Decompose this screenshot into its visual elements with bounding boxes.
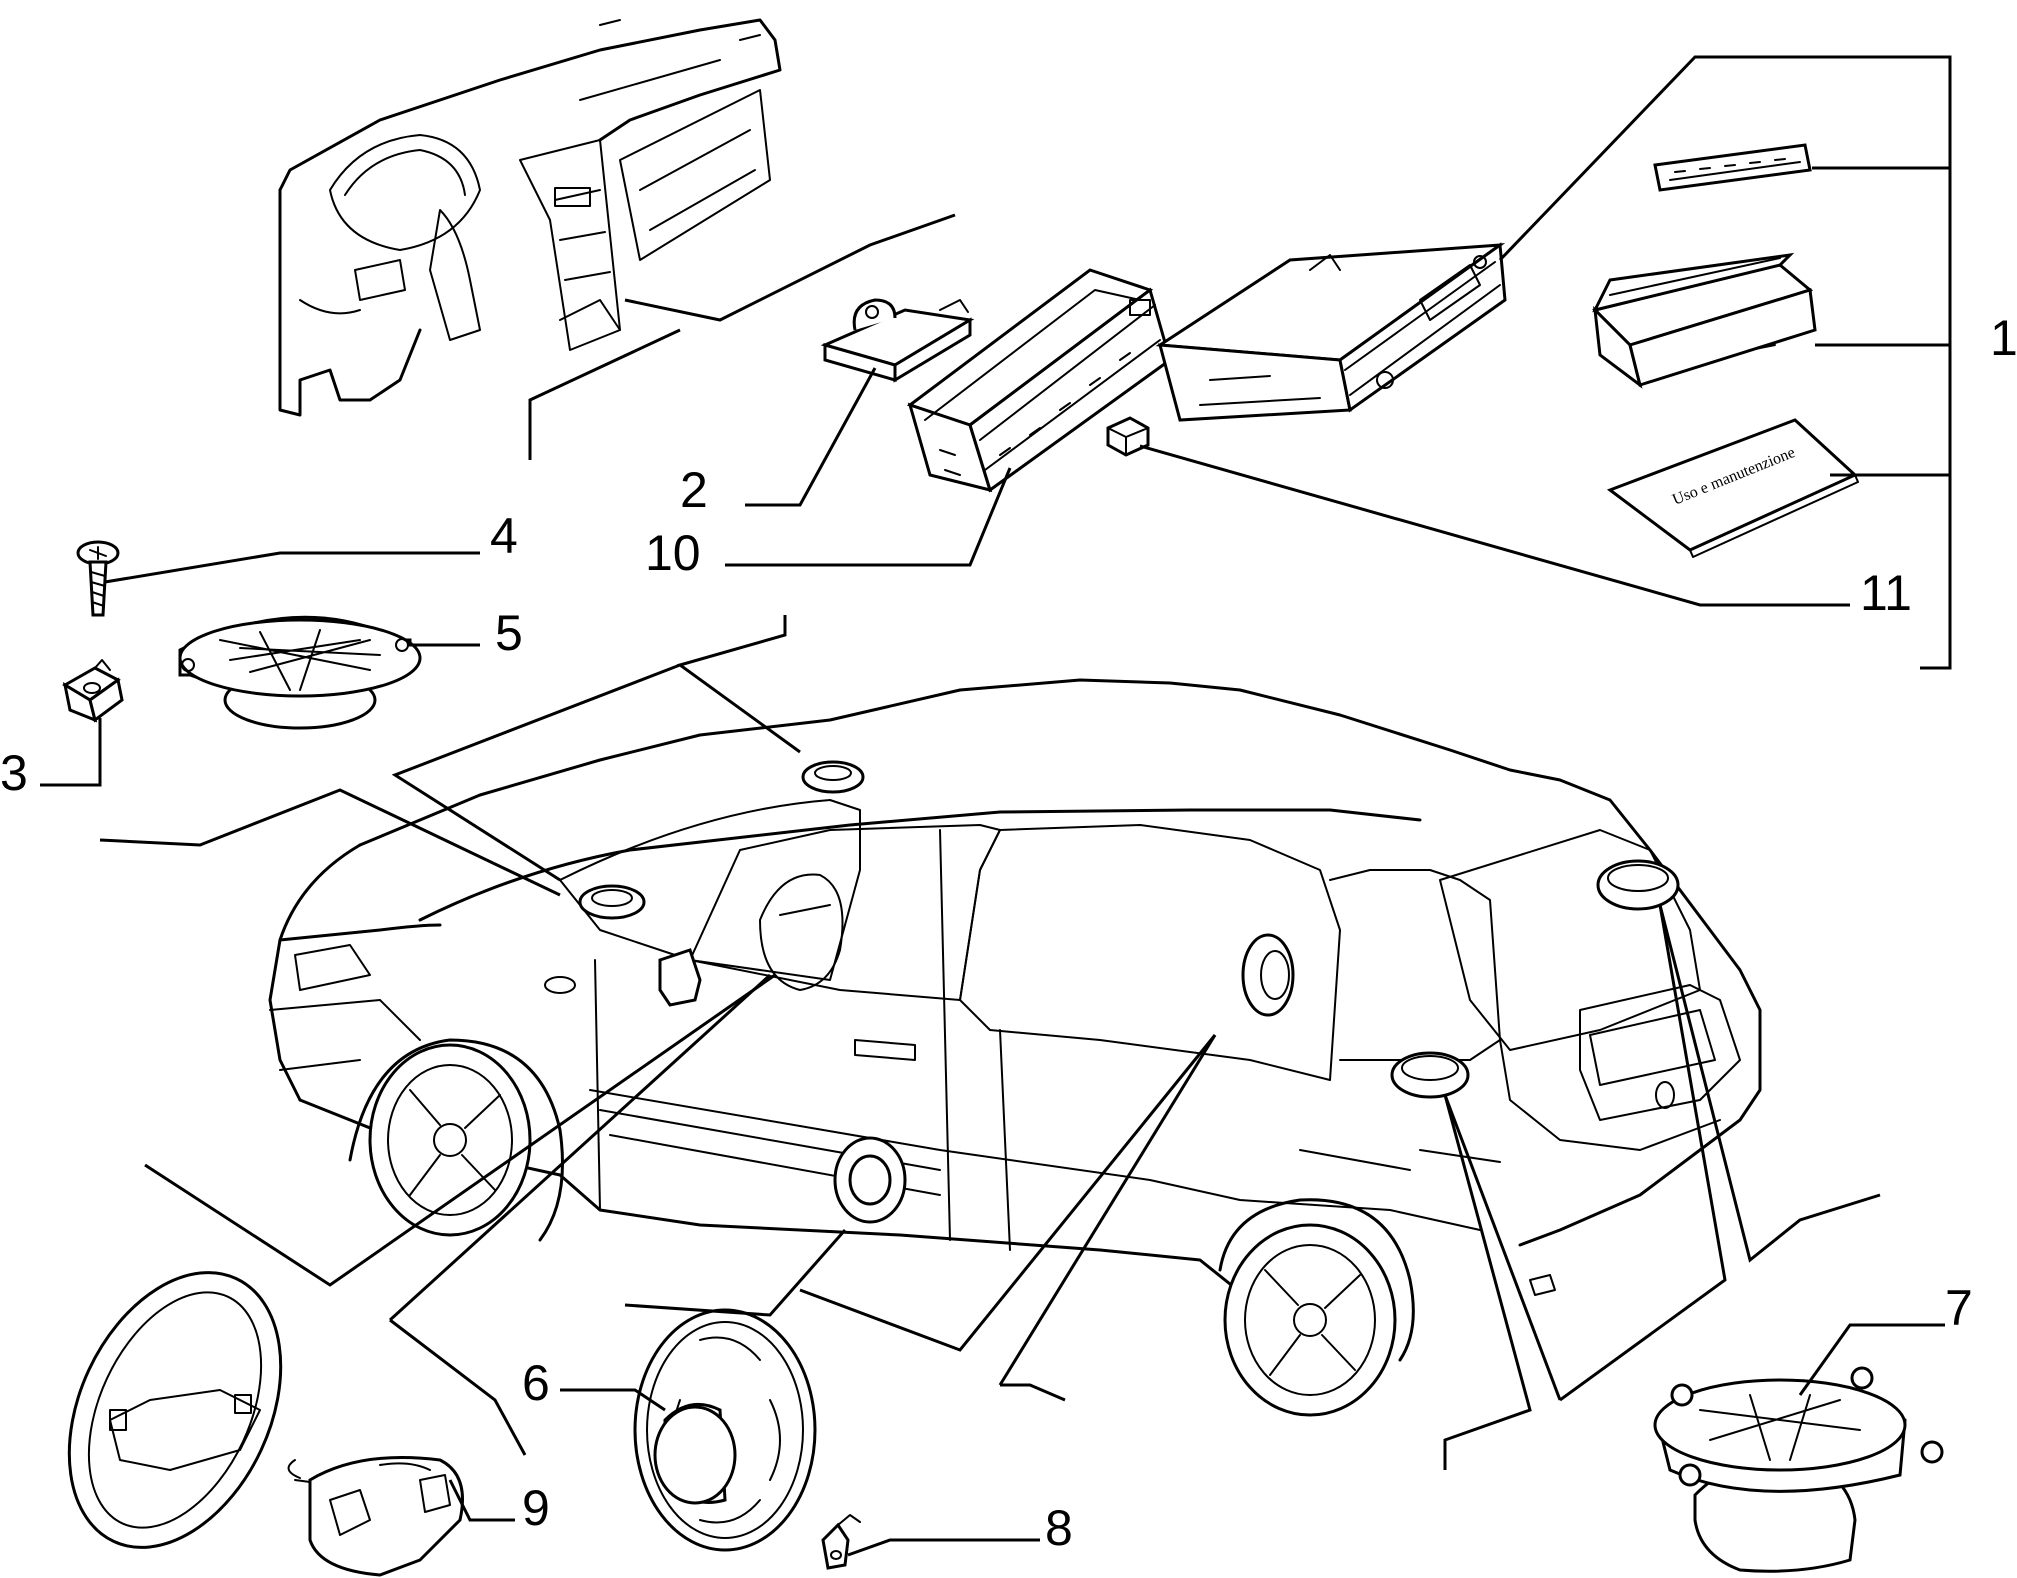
car-radio-unit — [1155, 242, 1507, 422]
dashboard-illustration — [278, 18, 782, 417]
screw — [76, 540, 120, 617]
owners-manual: Uso e manutenzione — [1606, 418, 1859, 558]
callout-4: 4 — [490, 508, 518, 564]
radio-code-card — [1653, 143, 1812, 192]
rear-wheel — [1218, 1198, 1415, 1417]
callout-numbers: 1 2 3 4 5 6 7 8 9 10 11 — [0, 310, 2017, 1556]
dash-speaker — [178, 615, 422, 730]
callout-7: 7 — [1945, 1280, 1973, 1336]
callout-9: 9 — [522, 1480, 550, 1536]
wire-clip — [821, 1514, 861, 1570]
car-illustration — [268, 678, 1762, 1417]
steering-wheel — [67, 1271, 283, 1549]
radio-mounting-frame — [906, 268, 1172, 493]
clip-nut — [62, 659, 124, 723]
rear-speaker — [1653, 1366, 1944, 1573]
leader-lines — [40, 55, 1952, 1557]
callout-6: 6 — [522, 1355, 550, 1411]
antenna-connector — [1106, 416, 1150, 457]
callout-3: 3 — [0, 745, 28, 801]
callout-8: 8 — [1045, 1500, 1073, 1556]
callout-2: 2 — [680, 462, 708, 518]
steering-control-pad — [287, 1456, 464, 1577]
callout-11: 11 — [1860, 565, 1912, 621]
radio-carry-case — [1592, 252, 1817, 389]
callout-5: 5 — [495, 605, 523, 661]
callout-1: 1 — [1990, 310, 2017, 366]
radio-bracket — [820, 298, 975, 383]
callout-10: 10 — [645, 525, 701, 581]
door-woofer — [633, 1308, 817, 1552]
front-wheel — [348, 1038, 564, 1242]
